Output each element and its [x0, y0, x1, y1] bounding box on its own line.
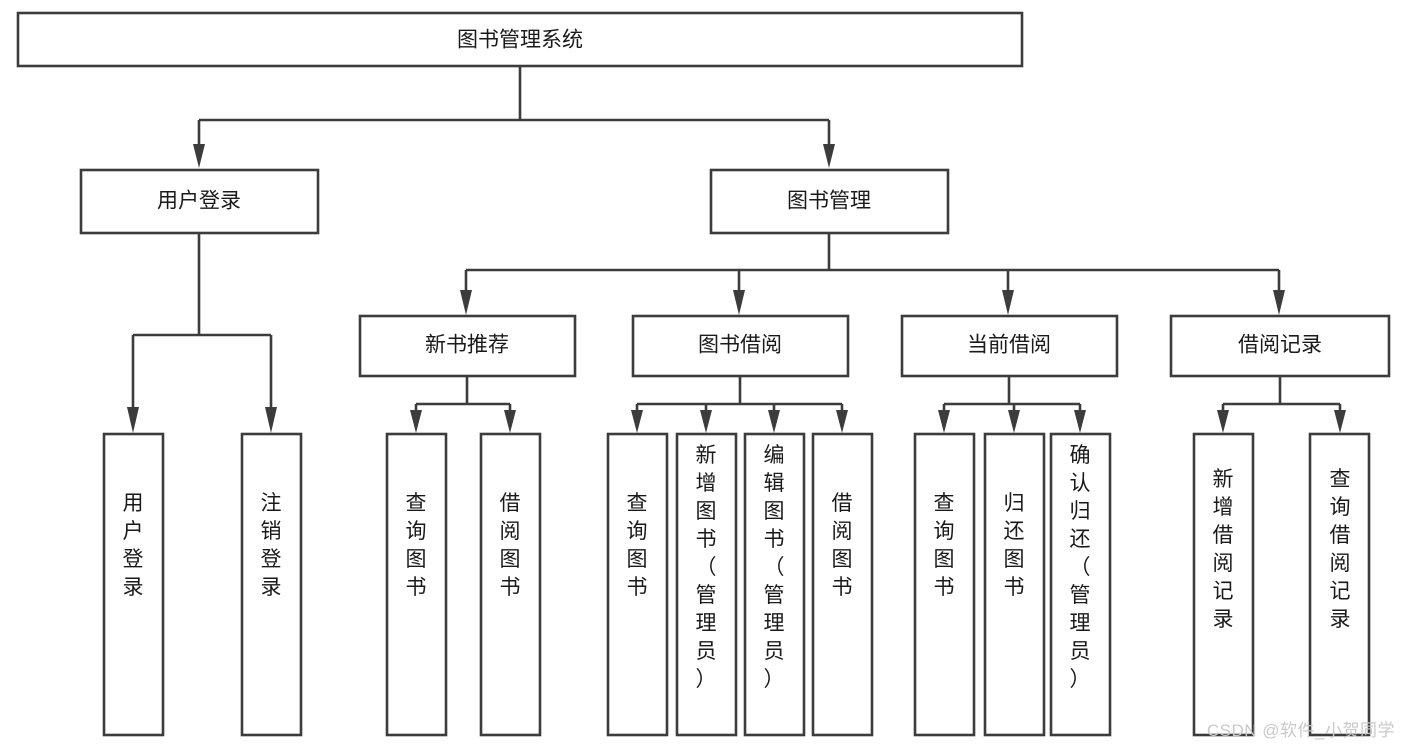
node-leaf-add-book-box[interactable] [675, 432, 738, 737]
arrow-head-leaf-borrow-book-1 [504, 410, 516, 433]
node-borrow-record-label: 借阅记录 [1238, 334, 1322, 357]
node-leaf-return-book-box[interactable] [983, 432, 1046, 737]
node-user-login-box[interactable] [79, 168, 320, 235]
node-new-book-recommend-box[interactable] [358, 314, 577, 378]
node-leaf-query-book-2-box[interactable] [606, 432, 669, 737]
arrow-head-leaf-add-record [1217, 410, 1229, 433]
arrow-head-leaf-add-book [700, 410, 712, 433]
arrow-head-leaf-borrow-book-2 [836, 410, 848, 433]
arrow-head-leaf-confirm-return [1074, 410, 1086, 433]
node-leaf-query-book-3-box[interactable] [913, 432, 976, 737]
node-leaf-edit-book[interactable]: 编辑图书（管理员） [743, 432, 806, 737]
connector-group [127, 66, 1346, 433]
node-leaf-borrow-book-1-box[interactable] [479, 432, 542, 737]
node-leaf-query-book-1[interactable]: 查询图书 [385, 432, 448, 737]
node-root-box[interactable] [16, 11, 1024, 68]
node-current-borrow-label: 当前借阅 [967, 334, 1051, 357]
node-leaf-add-record[interactable]: 新增借阅记录 [1192, 432, 1255, 737]
node-leaf-add-record-box[interactable] [1192, 432, 1255, 737]
node-leaf-borrow-book-1-label: 借阅图书 [500, 492, 521, 599]
node-leaf-user-logout-label: 注销登录 [261, 492, 282, 599]
node-book-management[interactable]: 图书管理 [709, 168, 950, 235]
arrow-head-leaf-query-book-1 [410, 410, 422, 433]
arrow-head-new-book-recommend [460, 290, 472, 315]
node-leaf-borrow-book-1[interactable]: 借阅图书 [479, 432, 542, 737]
node-leaf-borrow-book-2-label: 借阅图书 [832, 492, 853, 599]
node-leaf-return-book[interactable]: 归还图书 [983, 432, 1046, 737]
node-user-login[interactable]: 用户登录 [79, 168, 320, 235]
node-new-book-recommend-label: 新书推荐 [425, 334, 509, 357]
node-leaf-confirm-return-label: 确认归还（管理员） [1070, 444, 1091, 691]
node-leaf-edit-book-label: 编辑图书（管理员） [764, 444, 785, 691]
node-leaf-query-record-box[interactable] [1308, 432, 1371, 737]
node-book-management-box[interactable] [709, 168, 950, 235]
node-leaf-user-login-box[interactable] [102, 432, 165, 737]
arrow-head-book-borrow [733, 290, 745, 315]
arrow-head-book-management [823, 144, 835, 168]
node-leaf-confirm-return-box[interactable] [1049, 432, 1112, 737]
node-leaf-query-book-3[interactable]: 查询图书 [913, 432, 976, 737]
node-leaf-query-book-1-label: 查询图书 [406, 492, 427, 599]
node-current-borrow[interactable]: 当前借阅 [900, 314, 1119, 378]
node-leaf-query-book-2[interactable]: 查询图书 [606, 432, 669, 737]
node-leaf-query-book-1-box[interactable] [385, 432, 448, 737]
node-leaf-add-book-label: 新增图书（管理员） [696, 444, 717, 691]
arrow-head-leaf-edit-book [768, 410, 780, 433]
csdn-watermark: CSDN @软件_小贺同学 [1206, 721, 1395, 740]
node-book-borrow-label: 图书借阅 [698, 334, 782, 357]
node-root-label: 图书管理系统 [457, 29, 583, 52]
node-user-login-label: 用户登录 [157, 190, 241, 213]
arrow-head-leaf-query-record [1334, 410, 1346, 433]
arrow-head-user-login [193, 144, 205, 168]
arrow-head-leaf-query-book-2 [631, 410, 643, 433]
node-leaf-borrow-book-2[interactable]: 借阅图书 [811, 432, 874, 737]
node-leaf-user-logout[interactable]: 注销登录 [240, 432, 303, 737]
node-leaf-query-record[interactable]: 查询借阅记录 [1308, 432, 1371, 737]
node-leaf-edit-book-box[interactable] [743, 432, 806, 737]
node-book-borrow[interactable]: 图书借阅 [631, 314, 850, 378]
node-new-book-recommend[interactable]: 新书推荐 [358, 314, 577, 378]
node-leaf-user-login[interactable]: 用户登录 [102, 432, 165, 737]
node-book-management-label: 图书管理 [787, 190, 871, 213]
arrow-head-leaf-user-login [127, 407, 139, 433]
node-leaf-add-record-label: 新增借阅记录 [1213, 468, 1234, 631]
node-leaf-return-book-label: 归还图书 [1004, 492, 1025, 599]
node-leaf-confirm-return[interactable]: 确认归还（管理员） [1049, 432, 1112, 737]
arrow-head-leaf-return-book [1008, 410, 1020, 433]
node-leaf-query-book-2-label: 查询图书 [627, 492, 648, 599]
node-leaf-user-logout-box[interactable] [240, 432, 303, 737]
arrow-head-borrow-record [1273, 290, 1285, 315]
node-leaf-query-book-3-label: 查询图书 [934, 492, 955, 599]
arrow-head-current-borrow [1002, 290, 1014, 315]
node-leaf-borrow-book-2-box[interactable] [811, 432, 874, 737]
node-root[interactable]: 图书管理系统 [16, 11, 1024, 68]
node-current-borrow-box[interactable] [900, 314, 1119, 378]
node-leaf-query-record-label: 查询借阅记录 [1330, 468, 1351, 631]
arrow-head-leaf-user-logout [265, 407, 277, 433]
node-leaf-add-book[interactable]: 新增图书（管理员） [675, 432, 738, 737]
node-book-borrow-box[interactable] [631, 314, 850, 378]
node-leaf-user-login-label: 用户登录 [123, 492, 144, 599]
node-borrow-record[interactable]: 借阅记录 [1169, 314, 1391, 378]
arrow-head-leaf-query-book-3 [938, 410, 950, 433]
node-borrow-record-box[interactable] [1169, 314, 1391, 378]
